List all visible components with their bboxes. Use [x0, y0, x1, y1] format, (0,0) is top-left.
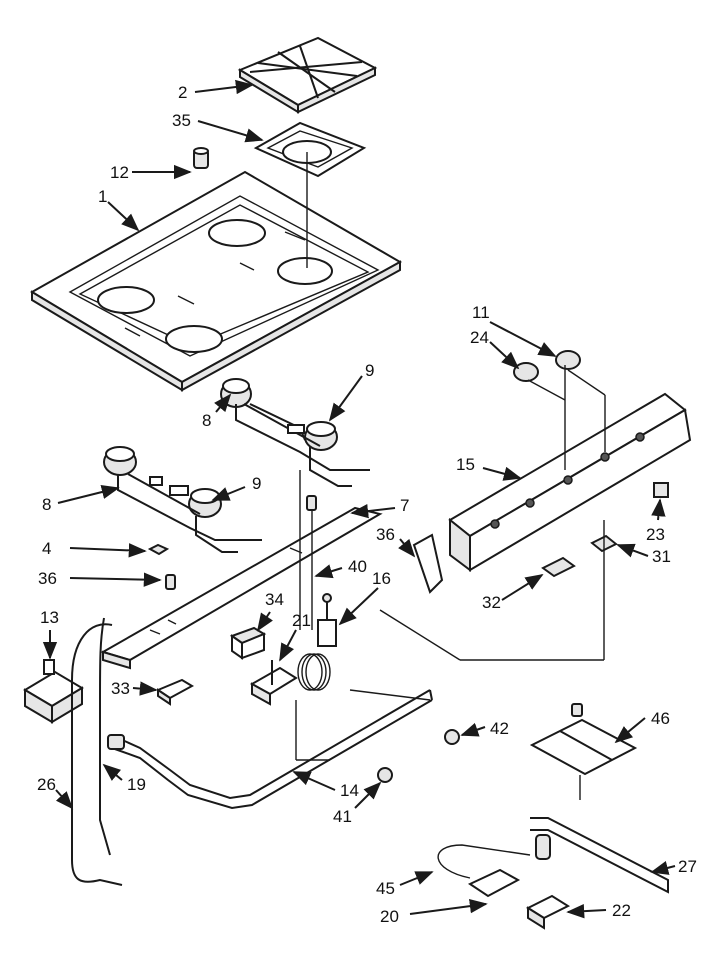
part-cooktop — [30, 170, 403, 392]
callout-label: 46 — [651, 709, 670, 728]
part-burner-tube — [107, 689, 433, 810]
part-spark-module — [229, 626, 267, 660]
callout-label: 24 — [470, 328, 489, 347]
part-bracket — [155, 678, 195, 706]
callout-label: 9 — [252, 474, 261, 493]
callout-label: 33 — [111, 679, 130, 698]
callout-label: 32 — [482, 593, 501, 612]
callout-label: 15 — [456, 455, 475, 474]
callout-label: 20 — [380, 907, 399, 926]
part-heat-shield — [529, 703, 638, 776]
leader-arrows — [42, 79, 676, 919]
part-burner-assembly-front — [103, 446, 262, 553]
part-burner-bowl — [253, 121, 367, 178]
callout-label: 4 — [42, 539, 51, 558]
part-manifold-bracket — [100, 506, 383, 670]
callout-label: 16 — [372, 569, 391, 588]
callout-label: 36 — [376, 525, 395, 544]
callout-label: 7 — [400, 496, 409, 515]
callout-label: 13 — [40, 608, 59, 627]
callout-label: 40 — [348, 557, 367, 576]
part-burner-grate — [237, 36, 378, 114]
part-oven-valve — [249, 653, 331, 706]
callout-label: 34 — [265, 590, 284, 609]
callout-label: 22 — [612, 901, 631, 920]
part-pressure-regulator — [23, 659, 84, 724]
callout-label: 12 — [110, 163, 129, 182]
part-orifice — [165, 495, 317, 590]
callout-label: 35 — [172, 111, 191, 130]
callout-label: 41 — [333, 807, 352, 826]
callout-label: 8 — [202, 411, 211, 430]
callout-label: 23 — [646, 525, 665, 544]
callout-label: 26 — [37, 775, 56, 794]
part-control-panel — [448, 392, 692, 572]
part-grommet — [193, 147, 209, 169]
callout-label: 27 — [678, 857, 697, 876]
callout-label: 14 — [340, 781, 359, 800]
callout-label: 9 — [365, 361, 374, 380]
callout-label: 45 — [376, 879, 395, 898]
callout-label: 19 — [127, 775, 146, 794]
callout-label: 1 — [98, 187, 107, 206]
part-screw — [377, 729, 460, 783]
callout-label: 42 — [490, 719, 509, 738]
part-clip — [147, 543, 170, 556]
callout-label: 31 — [652, 547, 671, 566]
part-igniter — [317, 593, 337, 647]
callout-label: 36 — [38, 569, 57, 588]
callout-label: 21 — [292, 611, 311, 630]
part-oven-burner — [437, 817, 669, 930]
callout-label: 2 — [178, 83, 187, 102]
callout-label: 8 — [42, 495, 51, 514]
callout-label: 11 — [472, 303, 490, 322]
part-end-bracket — [412, 533, 444, 594]
part-gas-line — [71, 617, 123, 886]
part-knob — [513, 350, 581, 382]
callout-labels: 2 35 12 1 9 8 11 24 9 8 15 7 23 36 4 31 … — [37, 83, 697, 926]
guide-lines — [295, 152, 606, 800]
